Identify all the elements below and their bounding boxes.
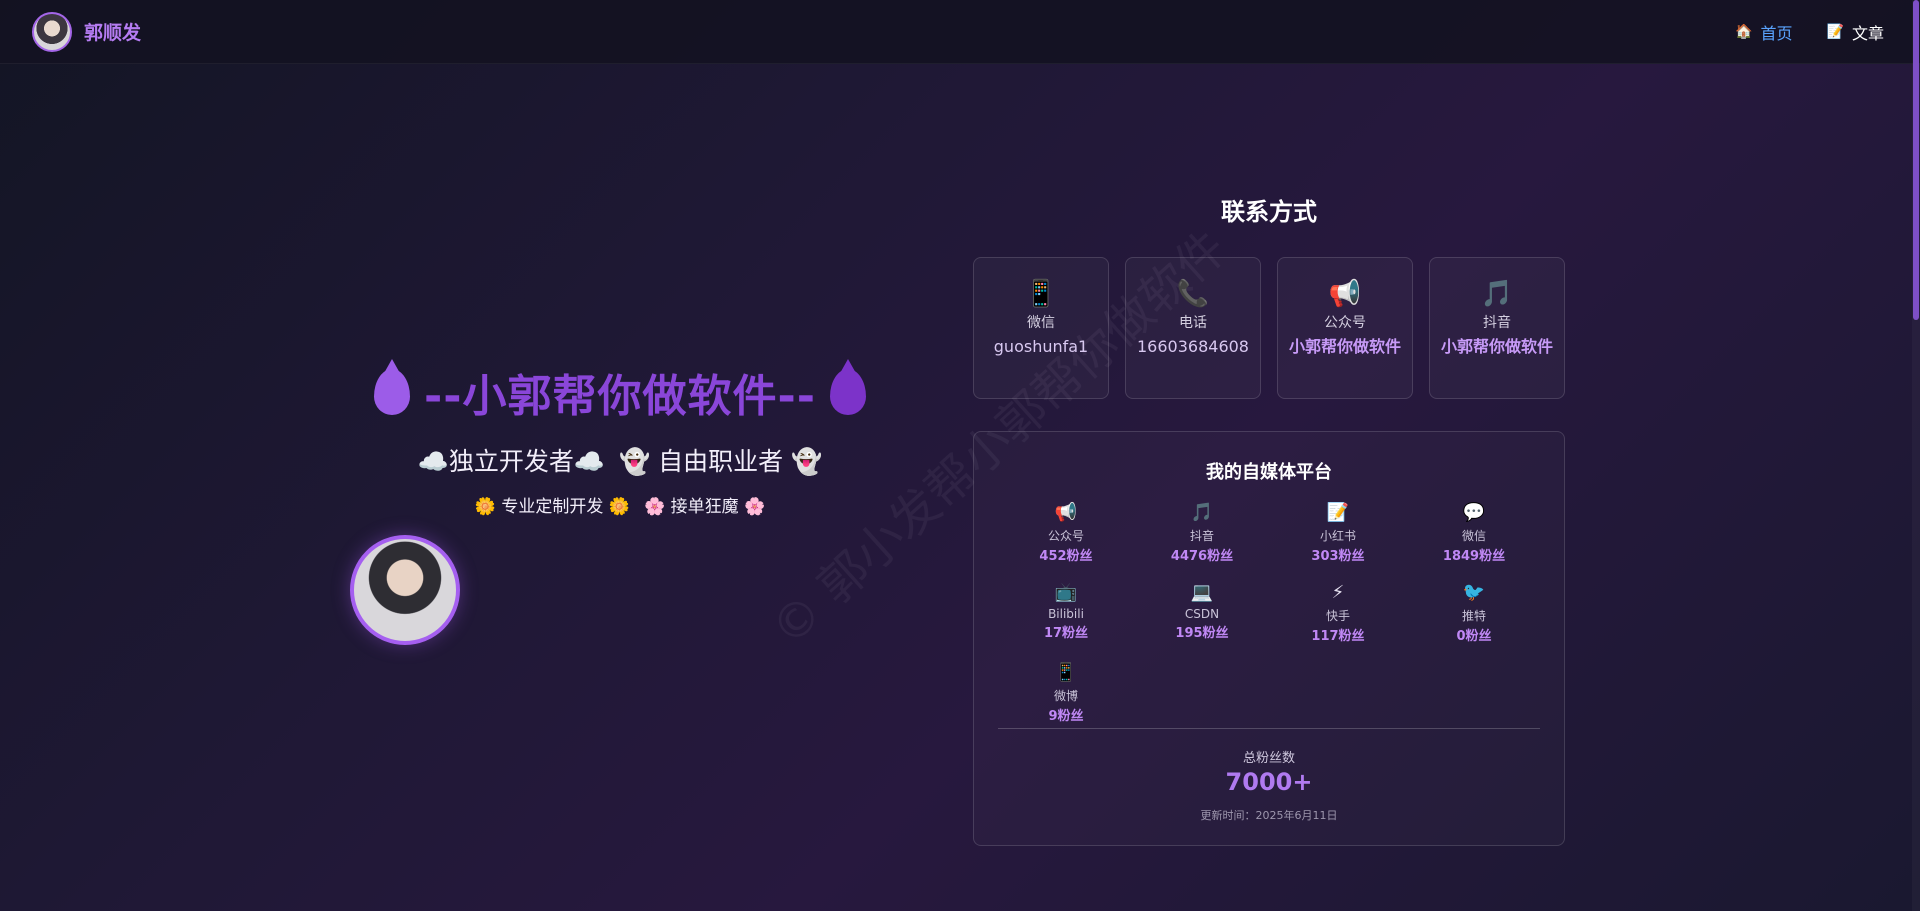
water-drop-icon <box>830 359 867 415</box>
blossom-icon: 🌸 <box>743 497 766 517</box>
platform-douyin[interactable]: 🎵 抖音 4476粉丝 <box>1134 502 1270 564</box>
platform-kuaishou[interactable]: ⚡ 快手 117粉丝 <box>1270 582 1406 644</box>
music-note-icon: 🎵 <box>1190 502 1214 523</box>
platform-csdn[interactable]: 💻 CSDN 195粉丝 <box>1134 582 1270 644</box>
hero-section: --小郭帮你做软件-- ☁️独立开发者☁️ 👻 自由职业者 👻 🌼 专业定制开发… <box>340 359 900 517</box>
total-followers-value: 7000+ <box>1225 768 1313 796</box>
platform-followers: 195粉丝 <box>1175 626 1229 641</box>
platform-followers: 452粉丝 <box>1039 549 1093 564</box>
total-followers-label: 总粉丝数 <box>1242 751 1295 766</box>
divider <box>998 728 1540 729</box>
contact-card-value: 小郭帮你做软件 <box>1288 337 1401 356</box>
tag-order-maniac: 🌸 接单狂魔 🌸 <box>644 497 766 517</box>
top-navbar: 郭顺发 🏠 首页 📝 文章 <box>0 0 1920 64</box>
platform-name: 公众号 <box>1047 529 1084 543</box>
updated-time: 更新时间：2025年6月11日 <box>1200 809 1338 822</box>
megaphone-icon: 📢 <box>1328 279 1362 309</box>
megaphone-icon: 📢 <box>1054 502 1078 523</box>
platform-followers: 9粉丝 <box>1048 709 1084 724</box>
brand-avatar[interactable] <box>32 11 72 52</box>
media-title: 我的自媒体平台 <box>1206 462 1332 483</box>
tag-custom-dev: 🌼 专业定制开发 🌼 <box>474 497 630 517</box>
hero-tags: 🌼 专业定制开发 🌼 🌸 接单狂魔 🌸 <box>340 492 900 517</box>
phone-app-icon: 📱 <box>1054 662 1078 683</box>
blossom-icon: 🌸 <box>644 497 666 517</box>
brand-name[interactable]: 郭顺发 <box>84 22 142 44</box>
platform-name: 微信 <box>1461 529 1486 543</box>
phone-app-icon: 📱 <box>1024 279 1058 309</box>
laptop-icon: 💻 <box>1190 582 1214 603</box>
speech-bubble-icon: 💬 <box>1462 502 1486 523</box>
main-nav: 🏠 首页 📝 文章 <box>1735 20 1884 44</box>
platform-weibo[interactable]: 📱 微博 9粉丝 <box>998 662 1134 724</box>
music-note-icon: 🎵 <box>1480 279 1514 309</box>
platform-followers: 303粉丝 <box>1311 549 1365 564</box>
platform-followers: 4476粉丝 <box>1170 549 1234 564</box>
page-scrollbar[interactable] <box>1912 0 1920 911</box>
contact-card-label: 公众号 <box>1324 315 1366 331</box>
hero-title-text: --小郭帮你做软件-- <box>423 371 817 422</box>
contact-card-official-account[interactable]: 📢 公众号 小郭帮你做软件 <box>1277 257 1413 399</box>
contact-card-label: 微信 <box>1027 315 1055 331</box>
platform-xiaohongshu[interactable]: 📝 小红书 303粉丝 <box>1270 502 1406 564</box>
contact-card-label: 抖音 <box>1483 315 1511 331</box>
platform-followers: 17粉丝 <box>1043 626 1089 641</box>
platform-followers: 117粉丝 <box>1311 629 1365 644</box>
water-drop-icon <box>373 359 410 415</box>
contact-card-value: 小郭帮你做软件 <box>1440 337 1553 356</box>
subtitle-right: 👻 自由职业者 👻 <box>619 447 823 476</box>
bird-icon: 🐦 <box>1462 582 1486 603</box>
platform-name: CSDN <box>1184 607 1220 621</box>
ghost-icon: 👻 <box>619 447 651 476</box>
memo-icon: 📝 <box>1826 23 1844 40</box>
contact-card-phone[interactable]: 📞 电话 16603684608 <box>1125 257 1261 399</box>
cloud-icon: ☁️ <box>417 447 449 476</box>
flower-icon: 🌼 <box>474 497 497 517</box>
house-icon: 🏠 <box>1735 23 1753 40</box>
hero-subtitle: ☁️独立开发者☁️ 👻 自由职业者 👻 <box>340 442 900 478</box>
brand[interactable]: 郭顺发 <box>32 11 142 52</box>
subtitle-left: ☁️独立开发者☁️ <box>417 447 606 476</box>
platform-name: 小红书 <box>1319 529 1356 543</box>
cloud-icon: ☁️ <box>573 447 606 476</box>
memo-icon: 📝 <box>1326 502 1350 523</box>
contact-card-value: 16603684608 <box>1137 337 1249 356</box>
platform-name: 微博 <box>1053 689 1078 703</box>
contact-card-value: guoshunfa1 <box>993 337 1089 356</box>
platform-followers: 0粉丝 <box>1456 629 1492 644</box>
hero-title: --小郭帮你做软件-- <box>340 359 900 424</box>
ghost-icon: 👻 <box>791 447 823 476</box>
platform-twitter[interactable]: 🐦 推特 0粉丝 <box>1406 582 1542 644</box>
contact-title: 联系方式 <box>1221 198 1317 226</box>
nav-link-articles-label: 文章 <box>1851 23 1884 43</box>
lightning-icon: ⚡ <box>1331 582 1345 603</box>
platform-name: 抖音 <box>1189 529 1214 543</box>
scrollbar-thumb[interactable] <box>1913 0 1919 320</box>
platform-name: Bilibili <box>1048 607 1084 621</box>
platform-name: 快手 <box>1325 609 1350 623</box>
contact-cards: 📱 微信 guoshunfa1 📞 电话 16603684608 📢 公众号 小… <box>973 257 1565 399</box>
platform-bilibili[interactable]: 📺 Bilibili 17粉丝 <box>998 582 1134 644</box>
platform-followers: 1849粉丝 <box>1442 549 1506 564</box>
telephone-icon: 📞 <box>1176 279 1210 309</box>
platform-name: 推特 <box>1461 609 1486 623</box>
contact-card-douyin[interactable]: 🎵 抖音 小郭帮你做软件 <box>1429 257 1565 399</box>
contact-card-label: 电话 <box>1179 315 1207 331</box>
platform-wechat[interactable]: 💬 微信 1849粉丝 <box>1406 502 1542 564</box>
media-grid: 📢 公众号 452粉丝 🎵 抖音 4476粉丝 📝 小红书 303粉丝 💬 微信… <box>998 502 1542 724</box>
media-platforms-panel: 我的自媒体平台 📢 公众号 452粉丝 🎵 抖音 4476粉丝 📝 小红书 30… <box>973 431 1565 846</box>
television-icon: 📺 <box>1054 582 1078 603</box>
nav-link-home[interactable]: 🏠 首页 <box>1735 20 1792 44</box>
nav-link-home-label: 首页 <box>1760 23 1793 43</box>
platform-official-account[interactable]: 📢 公众号 452粉丝 <box>998 502 1134 564</box>
nav-link-articles[interactable]: 📝 文章 <box>1827 20 1884 44</box>
contact-card-wechat[interactable]: 📱 微信 guoshunfa1 <box>973 257 1109 399</box>
profile-photo <box>350 535 460 645</box>
flower-icon: 🌼 <box>608 497 630 517</box>
